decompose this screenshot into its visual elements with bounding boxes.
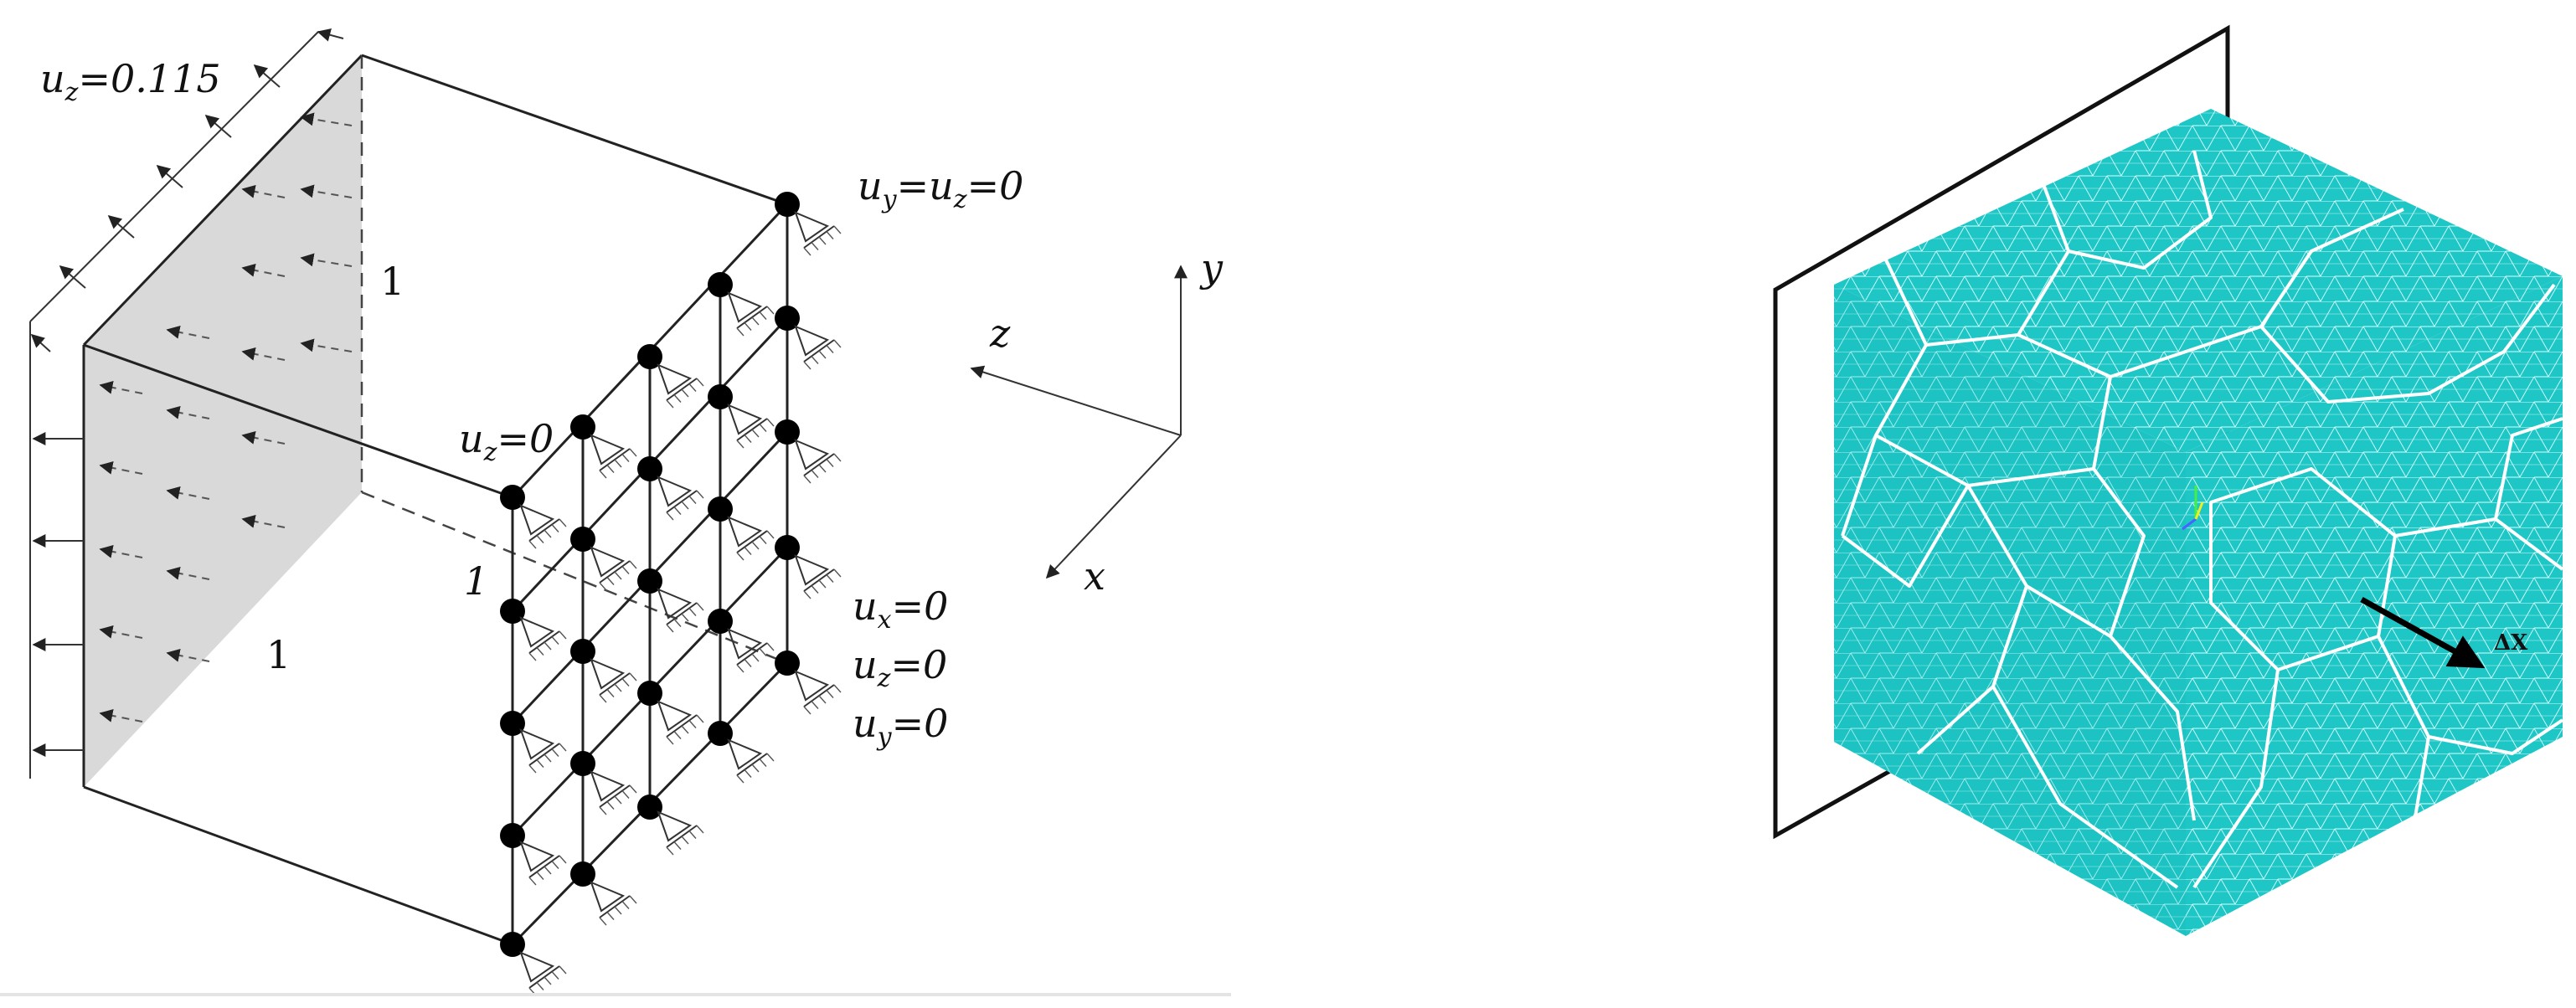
- support-symbol: [519, 951, 567, 996]
- left-load-arrows: [32, 432, 84, 757]
- cube-edges: [82, 54, 788, 946]
- support-symbol: [794, 439, 842, 484]
- loaded-face: [84, 55, 362, 787]
- support-symbol: [727, 516, 775, 561]
- support-symbol: [794, 211, 842, 256]
- bc-y-label: uy=0: [853, 701, 948, 752]
- support-symbol: [727, 291, 775, 337]
- load-frame: [29, 31, 319, 779]
- axis-x-label: x: [1084, 553, 1105, 599]
- corner-bc-label: uy=uz=0: [858, 163, 1023, 214]
- support-symbol: [727, 738, 775, 784]
- right-diagram: ΔX: [1773, 24, 2564, 936]
- delta-x-label: ΔX: [2494, 630, 2528, 656]
- dimension-depth-label: 1: [464, 558, 488, 604]
- support-symbol: [519, 504, 567, 549]
- left-diagram: uz=0.115 uy=uz=0 uz=0 ux=0 uz=0 uy=0 1 1…: [0, 28, 1231, 996]
- support-symbol: [657, 810, 704, 856]
- delta-x-arrow: [2360, 596, 2486, 669]
- support-symbol: [590, 881, 637, 926]
- support-symbol: [590, 658, 637, 703]
- support-symbol: [590, 434, 637, 479]
- support-symbol: [519, 841, 567, 886]
- bc-z-label: uz=0: [853, 642, 947, 693]
- dimension-width-label: 1: [266, 632, 291, 677]
- support-symbol: [794, 670, 842, 715]
- support-symbol: [794, 325, 842, 370]
- mesh-top-face: [1834, 109, 2563, 452]
- support-symbol: [519, 616, 567, 661]
- support-symbol: [519, 728, 567, 774]
- support-symbol: [794, 554, 842, 599]
- bc-x-label: ux=0: [853, 584, 948, 635]
- face-bc-label: uz=0: [459, 416, 554, 467]
- support-symbol: [727, 628, 775, 673]
- support-symbol: [727, 404, 775, 449]
- support-symbol: [657, 588, 704, 633]
- coordinate-axes: y z x: [970, 245, 1224, 599]
- grain-boundaries: [1841, 150, 2564, 889]
- dimension-height-label: 1: [380, 259, 404, 304]
- support-symbol: [657, 363, 704, 409]
- mesh-cube: [1834, 109, 2563, 936]
- face-load-arrows: [99, 112, 353, 723]
- top-displacement-label: uz=0.115: [40, 56, 221, 107]
- node-grid: [500, 192, 800, 957]
- top-load-arrows: [30, 28, 344, 352]
- mesh-axis-triad: [2182, 486, 2204, 531]
- support-symbols: [519, 211, 842, 996]
- support-symbol: [590, 546, 637, 591]
- support-symbol: [657, 476, 704, 521]
- axis-z-label: z: [989, 311, 1011, 356]
- axis-y-label: y: [1199, 245, 1224, 291]
- support-symbol: [657, 700, 704, 745]
- support-symbol: [590, 770, 637, 815]
